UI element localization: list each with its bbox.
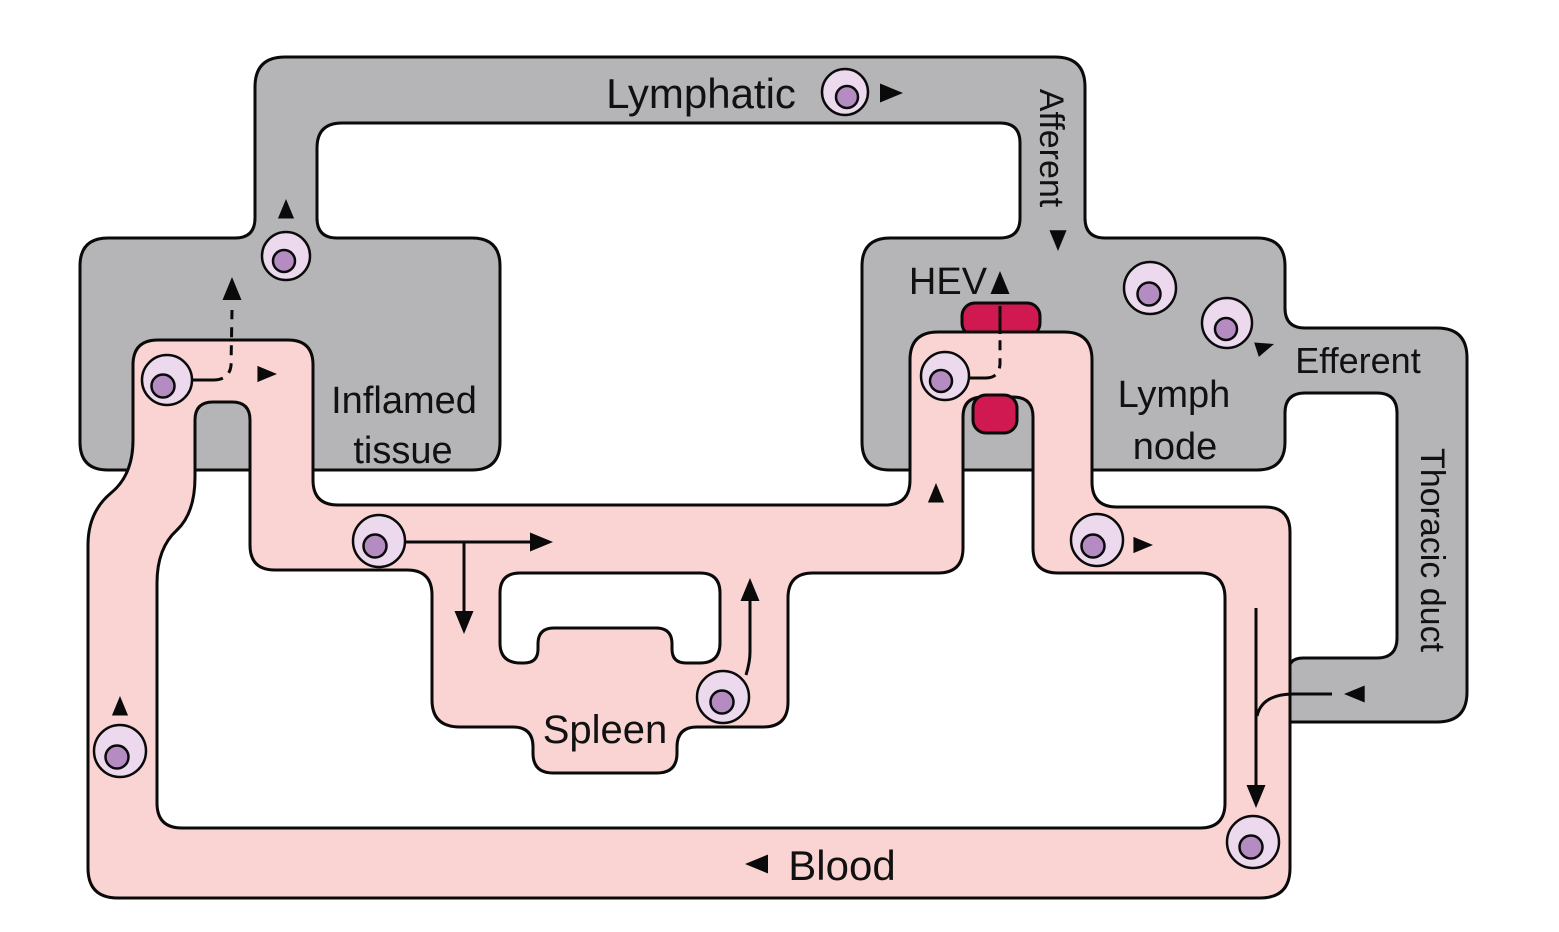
lymphocyte-icon [1200,296,1254,350]
spleen-exit-line [744,600,752,676]
lymphocyte-icon [1069,512,1125,568]
lymphocyte-icon [695,669,751,725]
cell-migration-path-inflamed [212,309,234,382]
lymphatic-vessel-network [78,55,1469,724]
label-lymph-node-line1: Lymph [1118,374,1231,416]
lymphocyte-icon [140,353,194,407]
label-lymph-node-line2: node [1133,426,1218,468]
lymphocyte-icon [351,513,407,569]
label-blood: Blood [788,842,895,889]
label-efferent: Efferent [1295,340,1420,381]
duct-junction-line [1255,692,1332,717]
label-spleen: Spleen [543,708,668,752]
label-thoracic-duct: Thoracic duct [1413,448,1451,653]
lymphocyte-icon [1122,260,1178,316]
label-hev: HEV [909,261,988,303]
label-inflamed-tissue-line2: tissue [353,430,452,472]
blood-vessel-network [86,330,1292,900]
label-lymphatic: Lymphatic [606,70,796,117]
cell-migration-path-hev [985,338,1002,380]
lymphocyte-icon [92,723,148,779]
lymphocyte-icon [919,350,971,402]
label-afferent: Afferent [1032,89,1070,208]
lymphocyte-icon [1225,814,1281,870]
label-inflamed-tissue-line1: Inflamed [331,380,477,422]
lymphocyte-icon [820,67,870,117]
hev-vessel-block-bottom [971,393,1019,435]
lymphocyte-icon [260,230,312,282]
